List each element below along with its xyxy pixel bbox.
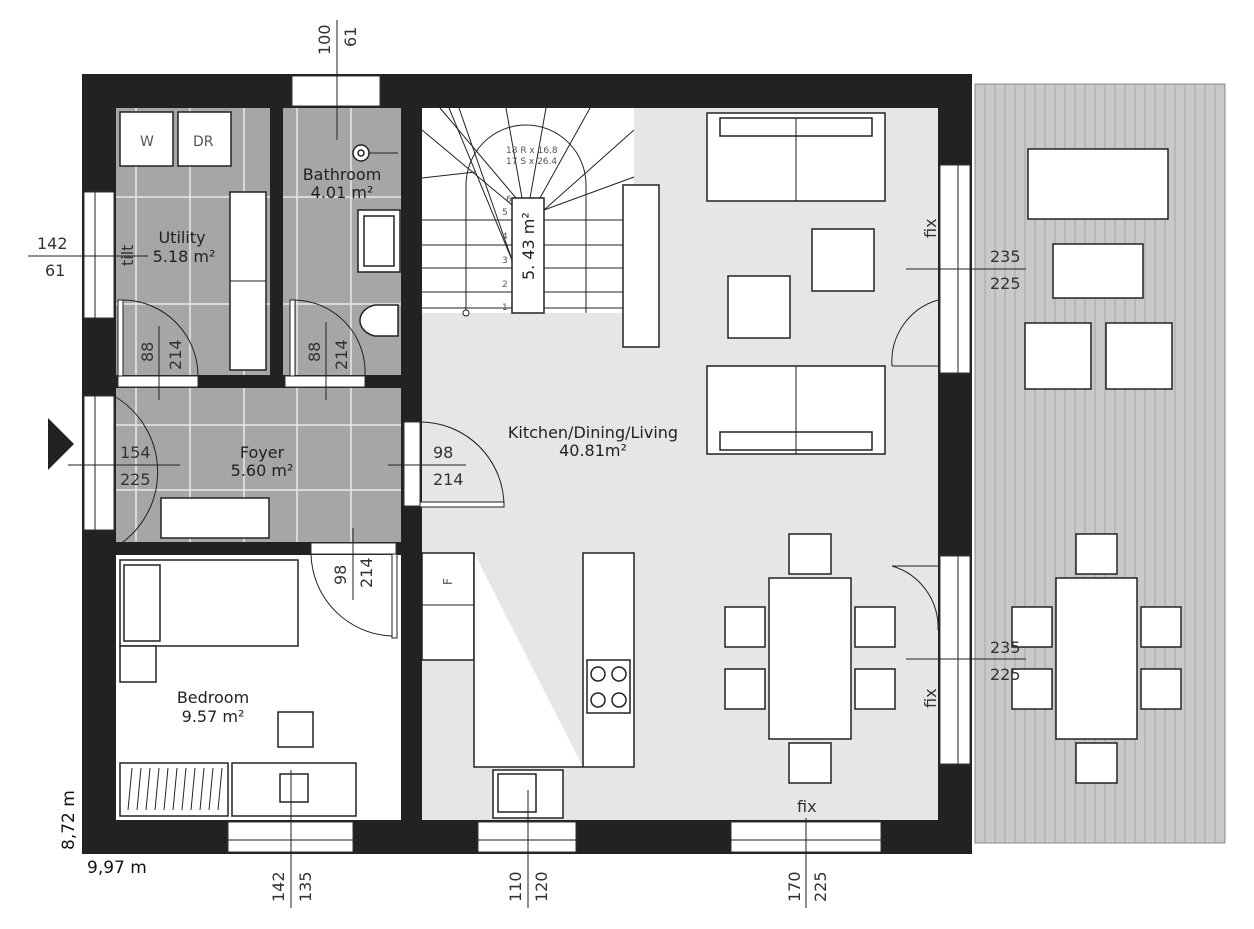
living-name: Kitchen/Dining/Living (508, 423, 678, 442)
hanger (145, 767, 151, 811)
dim: 135 (296, 871, 315, 902)
step-number: 4 (502, 232, 508, 242)
living-area: 40.81m² (559, 441, 627, 460)
dim: 61 (341, 27, 360, 47)
entrance-arrow (48, 418, 74, 470)
hanger (136, 767, 142, 811)
step-number: 2 (502, 280, 508, 290)
hanger (190, 767, 196, 811)
dim: 61 (45, 261, 65, 280)
washer (119, 111, 174, 167)
dim: 100 (315, 24, 334, 55)
dim: 154 (120, 443, 151, 462)
fixed-glazing-label: fix (797, 797, 817, 816)
tile-grid (116, 108, 401, 542)
dim: 235 (990, 638, 1021, 657)
stair-spec-2: 17 S x 26.4 (506, 157, 557, 167)
dim: 120 (532, 871, 551, 902)
dim: 235 (990, 247, 1021, 266)
dim: 170 (785, 871, 804, 902)
dim: 225 (990, 274, 1021, 293)
dim: 88 (138, 342, 157, 362)
bathroom-fixtures (352, 144, 401, 337)
overall-width: 9,97 m (87, 858, 147, 878)
utility-area: 5.18 m² (153, 247, 216, 266)
dim: 214 (357, 557, 376, 588)
dim: 214 (166, 339, 185, 370)
dryer (177, 111, 232, 167)
washer-label: W (140, 134, 154, 150)
dryer-label: DR (193, 134, 214, 150)
dim: 214 (433, 470, 464, 489)
stair-spec-1: 18 R x 16.8 (506, 146, 558, 156)
hanger (217, 767, 223, 811)
living-furniture (706, 112, 896, 784)
kitchen: F (421, 184, 660, 819)
dimension-lines (28, 20, 1026, 908)
bathroom-name: Bathroom (303, 165, 382, 184)
utility-name: Utility (158, 228, 205, 247)
step-number: 5 (502, 208, 508, 218)
dim: 88 (305, 342, 324, 362)
dim: 110 (506, 871, 525, 902)
terrace-furniture (1011, 148, 1182, 784)
dim: 98 (331, 565, 350, 585)
bathroom-area: 4.01 m² (311, 183, 374, 202)
foyer-bench (160, 497, 270, 539)
dim: 98 (433, 443, 453, 462)
foyer-name: Foyer (240, 443, 285, 462)
stair-area-label: 5. 43 m² (519, 212, 538, 280)
step-number: 1 (502, 303, 508, 313)
staircase: 18 R x 16.8 17 S x 26.4 1 2 3 4 5 6 5. 4… (421, 107, 635, 317)
bedroom-furniture (119, 559, 357, 817)
dim: 225 (990, 665, 1021, 684)
hanger (199, 767, 205, 811)
window-note: tilt (118, 245, 137, 266)
hanger (208, 767, 214, 811)
hanger (181, 767, 187, 811)
hanger (163, 767, 169, 811)
foyer-area: 5.60 m² (231, 461, 294, 480)
bedroom-area: 9.57 m² (182, 707, 245, 726)
fridge-label: F (441, 578, 455, 585)
step-number: 3 (502, 256, 508, 266)
hanger (127, 767, 133, 811)
hanger (172, 767, 178, 811)
dim: 225 (120, 470, 151, 489)
fixed-glazing-label: fix (921, 688, 940, 708)
dim: 142 (269, 871, 288, 902)
hanger (154, 767, 160, 811)
dim: 225 (811, 871, 830, 902)
dim: 214 (332, 339, 351, 370)
bedroom-name: Bedroom (177, 688, 249, 707)
dimension-labels: 100 61 142 61 tilt 88 214 88 214 154 225… (37, 24, 1021, 902)
step-number: 6 (506, 195, 512, 205)
overall-height: 8,72 m (59, 790, 79, 850)
dim: 142 (37, 234, 68, 253)
fixed-glazing-label: fix (921, 218, 940, 238)
